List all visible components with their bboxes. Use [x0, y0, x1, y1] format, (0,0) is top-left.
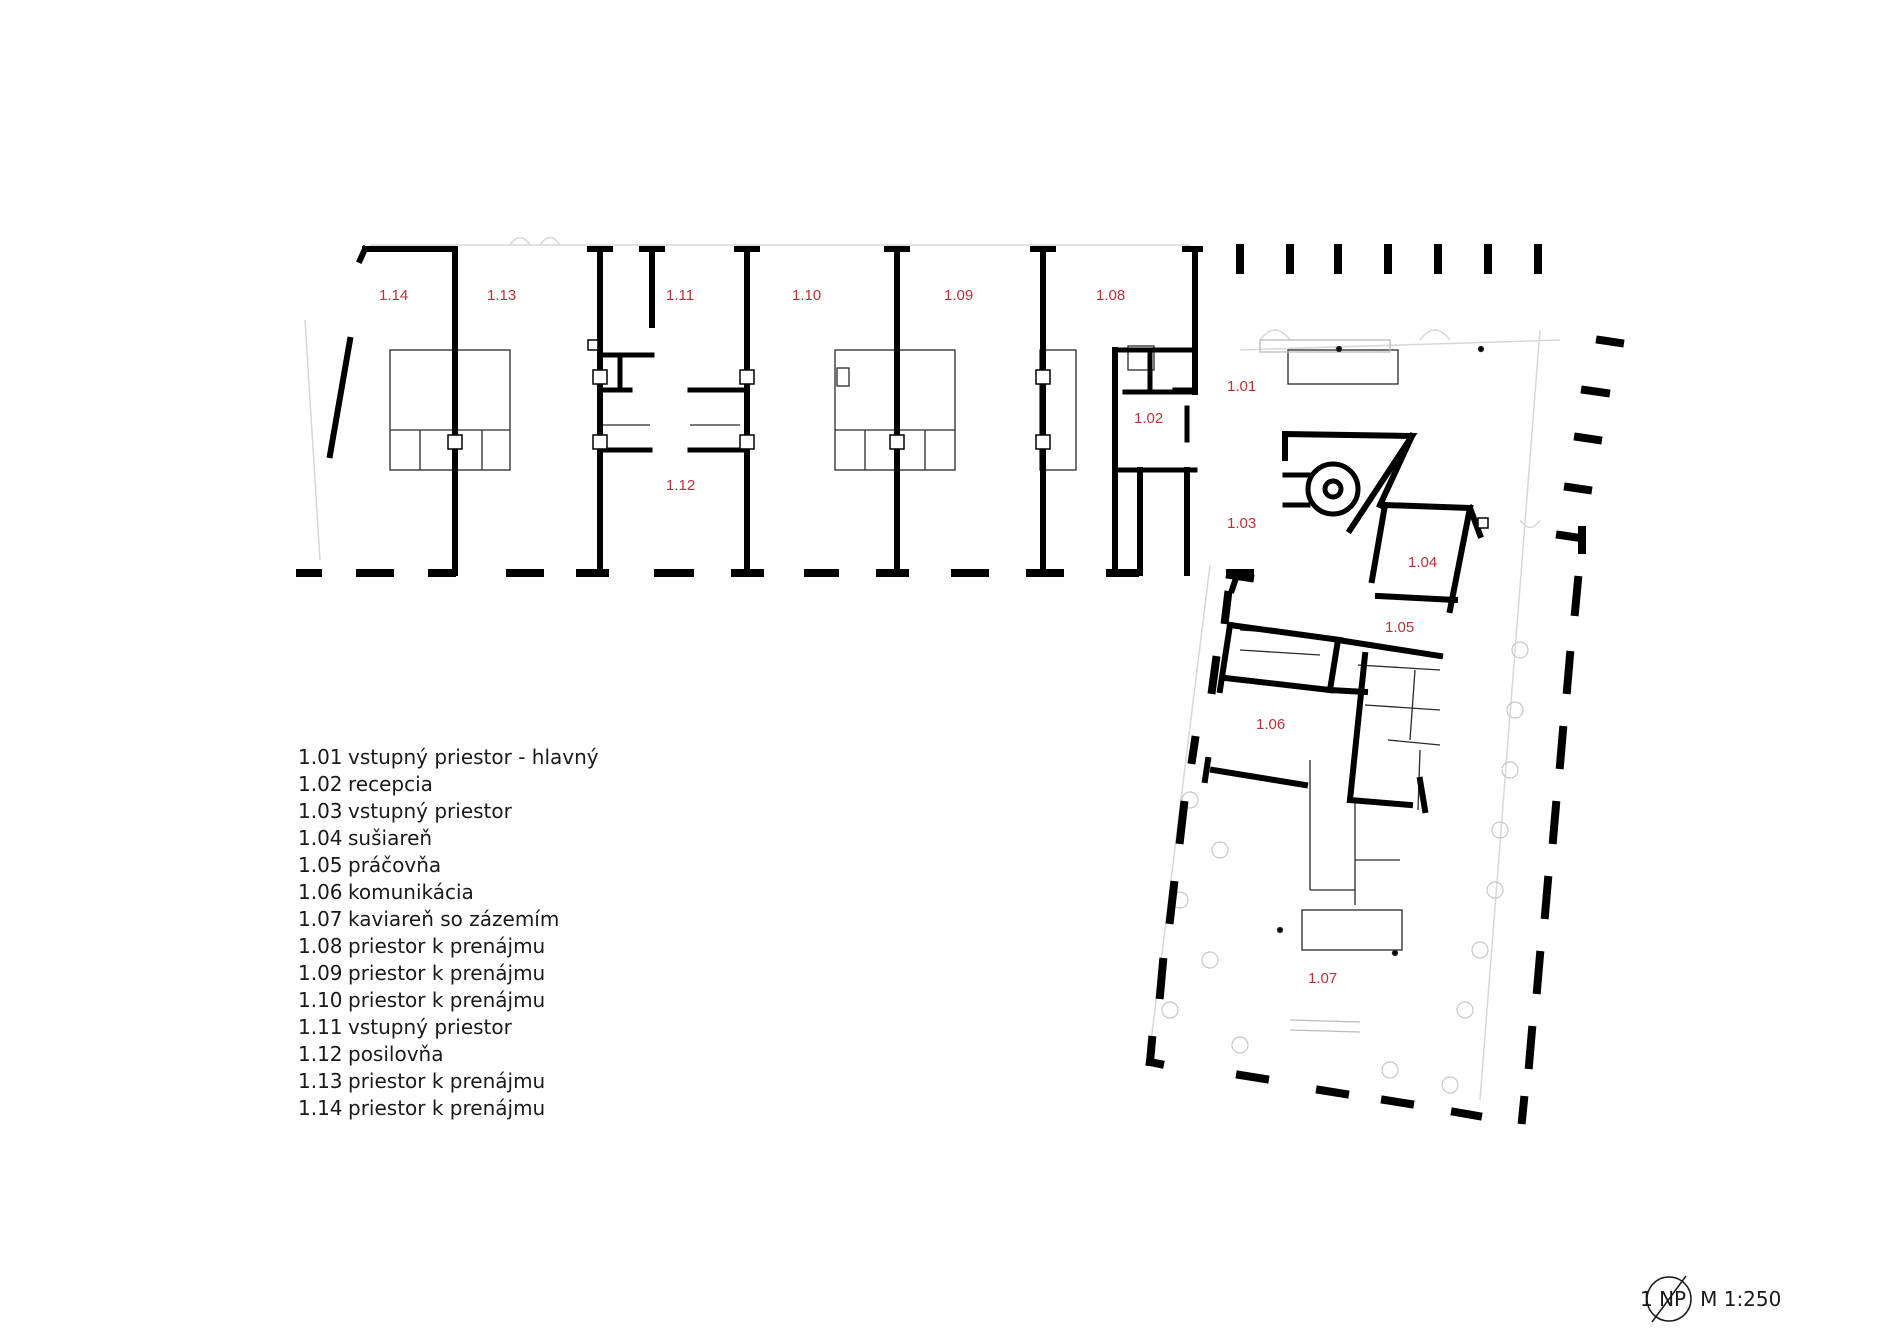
legend-name: priestor k prenájmu — [348, 1069, 546, 1093]
room-label: 1.07 — [1308, 970, 1337, 987]
room-label: 1.04 — [1408, 554, 1437, 571]
legend-name: priestor k prenájmu — [348, 934, 546, 958]
room-label: 1.06 — [1256, 716, 1285, 733]
legend-name: priestor k prenájmu — [348, 1096, 546, 1120]
room-label: 1.12 — [666, 477, 695, 494]
room-label: 1.03 — [1227, 515, 1256, 532]
legend-name: priestor k prenájmu — [348, 988, 546, 1012]
room-label: 1.08 — [1096, 287, 1125, 304]
legend-number: 1.04 — [298, 826, 343, 850]
legend-number: 1.13 — [298, 1069, 343, 1093]
columns — [447, 339, 1489, 529]
legend-number: 1.12 — [298, 1042, 343, 1066]
legend-number: 1.10 — [298, 988, 343, 1012]
cafe-seating — [1161, 641, 1529, 1094]
legend-name: posilovňa — [348, 1042, 444, 1066]
legend-name: priestor k prenájmu — [348, 961, 546, 985]
legend-number: 1.11 — [298, 1015, 343, 1039]
legend-name: práčovňa — [348, 853, 442, 877]
legend-number: 1.09 — [298, 961, 343, 985]
legend-name: sušiareň — [348, 826, 433, 850]
room-labels: 1.14 1.13 1.11 1.10 1.09 1.08 1.01 1.02 … — [379, 287, 1437, 987]
legend-number: 1.05 — [298, 853, 343, 877]
drawing-scale: M 1:250 — [1700, 1287, 1782, 1311]
legend-name: vstupný priestor - hlavný — [348, 745, 599, 769]
legend-name: vstupný priestor — [348, 799, 512, 823]
room-label: 1.09 — [944, 287, 973, 304]
room-label: 1.05 — [1385, 619, 1414, 636]
room-label: 1.14 — [379, 287, 408, 304]
room-label: 1.10 — [792, 287, 821, 304]
legend-name: recepcia — [348, 772, 433, 796]
legend-number: 1.08 — [298, 934, 343, 958]
legend-number: 1.07 — [298, 907, 343, 931]
legend-number: 1.01 — [298, 745, 343, 769]
legend-name: komunikácia — [348, 880, 474, 904]
legend-number: 1.03 — [298, 799, 343, 823]
floor-name: 1 NP — [1640, 1287, 1687, 1311]
north-arrow-icon — [1646, 1275, 1692, 1323]
legend-number: 1.06 — [298, 880, 343, 904]
floor-scale-label: 1 NP M 1:250 — [1640, 1276, 1781, 1322]
legend-number: 1.02 — [298, 772, 343, 796]
room-label: 1.02 — [1134, 410, 1163, 427]
legend-name: vstupný priestor — [348, 1015, 512, 1039]
legend-name: kaviareň so zázemím — [348, 907, 560, 931]
room-label: 1.11 — [666, 287, 694, 304]
legend-number: 1.14 — [298, 1096, 343, 1120]
walls — [296, 244, 1625, 1125]
room-label: 1.01 — [1227, 378, 1256, 395]
room-label: 1.13 — [487, 287, 516, 304]
